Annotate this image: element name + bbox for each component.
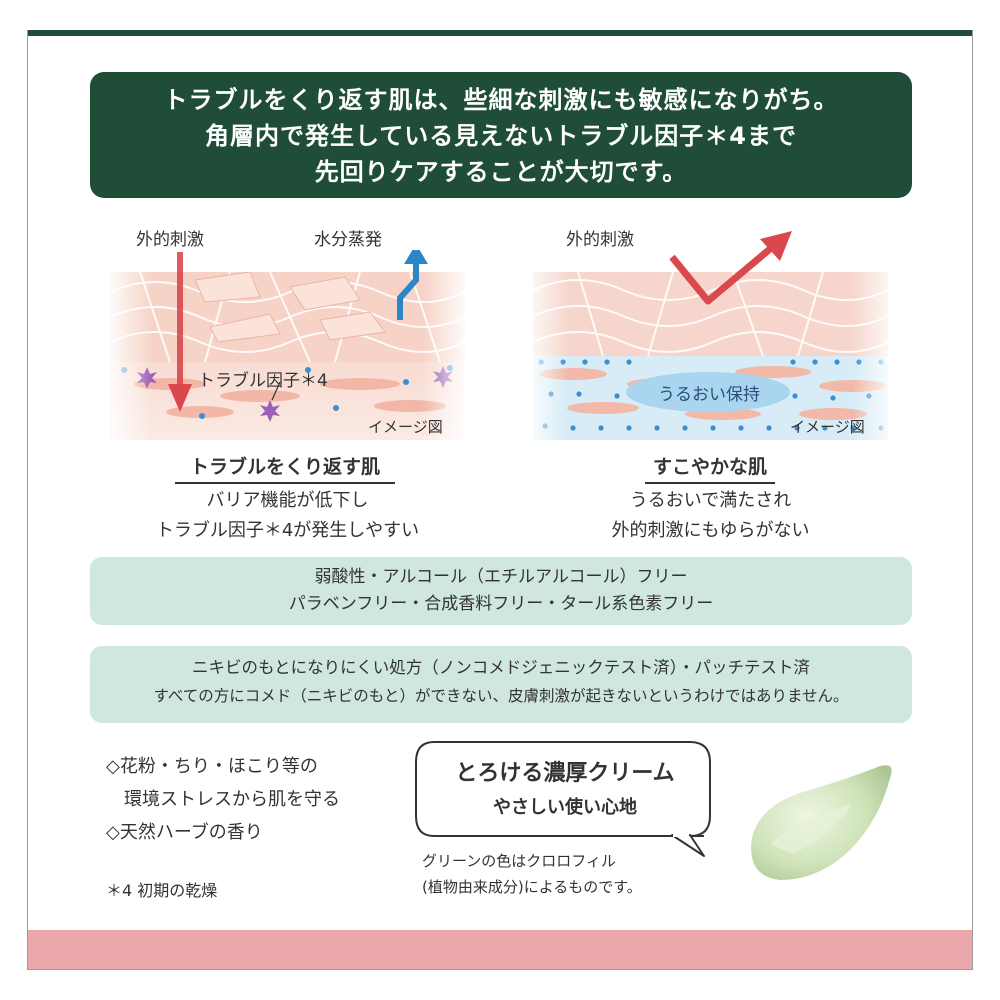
troubled-skin-desc-1: バリア機能が低下し xyxy=(206,490,369,511)
label-stimulus-right: 外的刺激 xyxy=(566,230,634,250)
bubble-subtitle: やさしい使い心地 xyxy=(493,797,637,818)
troubled-skin-title: トラブルをくり返す肌 xyxy=(150,452,420,484)
evaporation-arrow-head xyxy=(404,250,428,264)
tested-box: ニキビのもとになりにくい処方（ノンコメドジェニックテスト済）・パッチテスト済 す… xyxy=(90,646,912,723)
free-from-line-2: パラベンフリー・合成香料フリー・タール系色素フリー xyxy=(288,594,714,614)
right-arrow-svg xyxy=(669,231,792,305)
top-accent-bar xyxy=(27,30,973,36)
healthy-skin-illustration xyxy=(533,272,888,440)
cream-swatch-image xyxy=(751,765,892,880)
stimulus-arrow-head xyxy=(168,384,192,412)
feature-item-2: ◇天然ハーブの香り xyxy=(106,822,263,843)
free-from-box: 弱酸性・アルコール（エチルアルコール）フリー パラベンフリー・合成香料フリー・タ… xyxy=(90,557,912,625)
feature-item-1a: ◇花粉・ちり・ほこり等の xyxy=(106,756,318,777)
page-frame xyxy=(27,30,973,970)
label-image-left: イメージ図 xyxy=(368,418,443,436)
color-note-line-2: (植物由来成分)によるものです。 xyxy=(422,878,642,896)
healthy-skin-desc-2: 外的刺激にもゆらがない xyxy=(611,520,810,541)
troubled-skin-desc-2: トラブル因子＊4が発生しやすい xyxy=(155,520,420,541)
troubled-skin-svg xyxy=(110,272,465,440)
label-evaporation: 水分蒸発 xyxy=(314,230,382,250)
headline-line-2: 角層内で発生している見えないトラブル因子＊4まで xyxy=(205,122,797,150)
deflect-arrow-head xyxy=(760,231,792,261)
bubble-title: とろける濃厚クリーム xyxy=(455,761,675,786)
speech-bubble xyxy=(415,741,711,857)
headline-line-3: 先回りケアすることが大切です。 xyxy=(314,158,688,186)
label-stimulus-left: 外的刺激 xyxy=(136,230,204,250)
free-from-line-1: 弱酸性・アルコール（エチルアルコール）フリー xyxy=(314,567,688,587)
feature-item-1b: 環境ストレスから肌を守る xyxy=(124,789,340,810)
healthy-skin-title: すこやかな肌 xyxy=(560,452,860,484)
tested-line-2: すべての方にコメド（ニキビのもと）ができない、皮膚刺激が起きないというわけではあ… xyxy=(153,687,849,705)
troubled-skin-illustration xyxy=(110,272,465,440)
label-moisture-retention: うるおい保持 xyxy=(658,385,760,405)
footnote: ＊4 初期の乾燥 xyxy=(106,881,218,900)
tested-line-1: ニキビのもとになりにくい処方（ノンコメドジェニックテスト済）・パッチテスト済 xyxy=(191,658,811,677)
label-trouble-factor: トラブル因子＊4 xyxy=(198,371,328,391)
bottom-accent-bar xyxy=(28,930,972,969)
left-arrows-svg xyxy=(168,250,428,412)
healthy-skin-desc-1: うるおいで満たされ xyxy=(629,490,792,511)
color-note-line-1: グリーンの色はクロロフィル xyxy=(422,852,616,870)
headline-line-1: トラブルをくり返す肌は、些細な刺激にも敏感になりがち。 xyxy=(163,86,839,114)
healthy-skin-svg xyxy=(533,272,888,440)
label-image-right: イメージ図 xyxy=(790,418,865,436)
headline-banner: トラブルをくり返す肌は、些細な刺激にも敏感になりがち。 角層内で発生している見え… xyxy=(90,72,912,198)
